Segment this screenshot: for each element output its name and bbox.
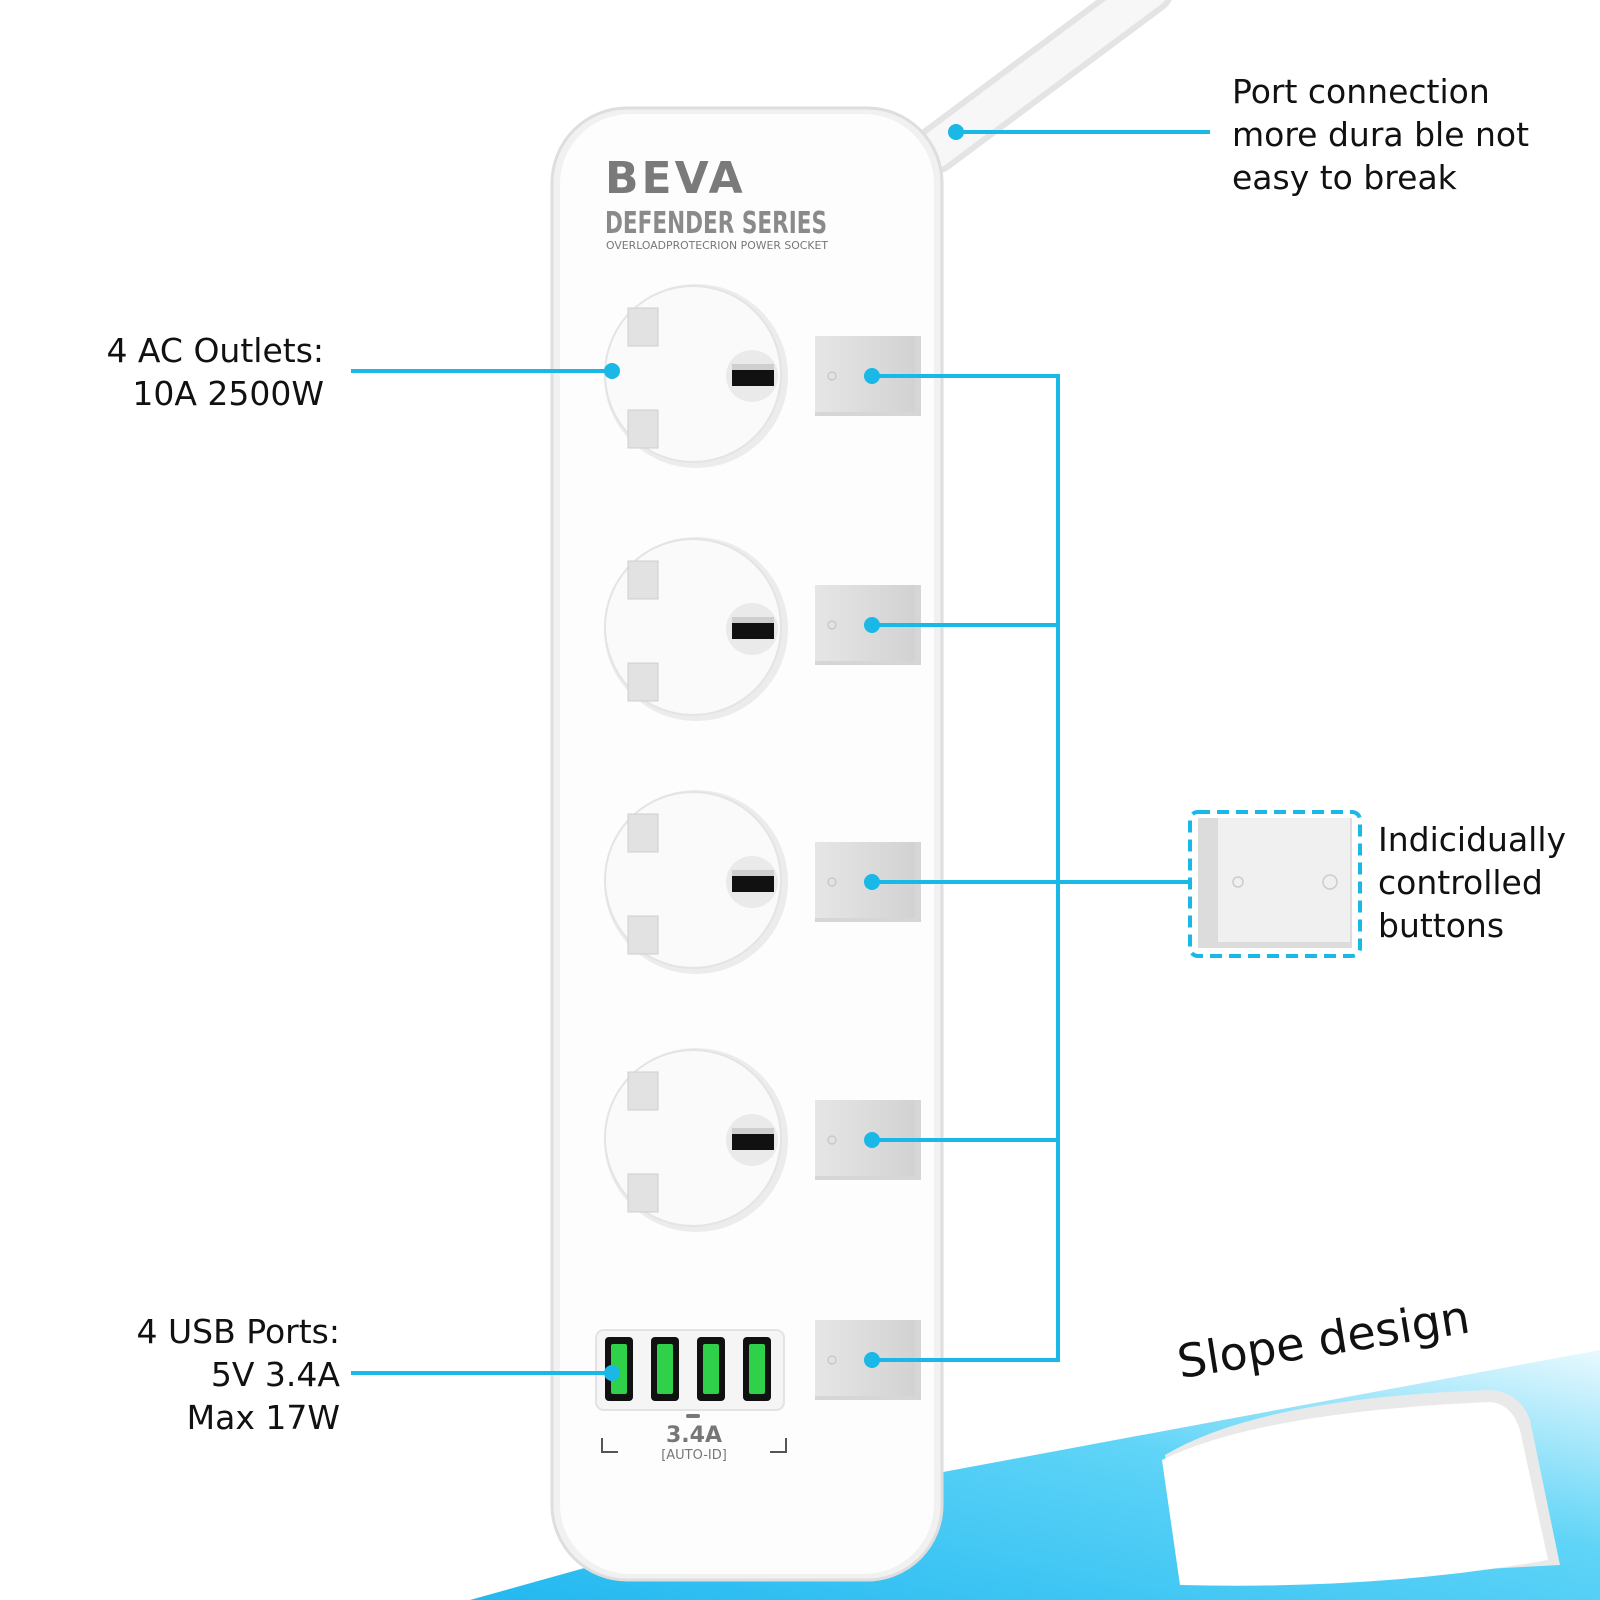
callout-line: Max 17W <box>186 1398 340 1437</box>
callout-lines <box>351 130 1210 1375</box>
usb-current-label: 3.4A <box>666 1423 722 1448</box>
usb-mode-label: [AUTO-ID] <box>661 1448 727 1463</box>
callout-port-connection: Port connection more dura ble not easy t… <box>1232 70 1529 199</box>
callout-line: 10A 2500W <box>132 374 324 413</box>
ac-outlet[interactable] <box>604 790 788 974</box>
ac-outlet[interactable] <box>604 284 788 468</box>
brand-series: DEFENDER SERIES <box>605 206 827 241</box>
button-inset-frame <box>1188 810 1362 958</box>
callout-line: 5V 3.4A <box>210 1355 340 1394</box>
callout-buttons: Indicidually controlled buttons <box>1378 818 1566 947</box>
callout-line: Port connection <box>1232 72 1490 111</box>
brand-tagline: OVERLOADPROTECRION POWER SOCKET <box>606 239 828 252</box>
callout-line: easy to break <box>1232 158 1457 197</box>
slope-profile-image <box>1162 1390 1560 1586</box>
callout-line: buttons <box>1378 906 1505 945</box>
ac-outlet[interactable] <box>604 537 788 721</box>
callout-usb-ports: 4 USB Ports: 5V 3.4A Max 17W <box>137 1310 340 1439</box>
callout-line: Indicidually <box>1378 820 1567 859</box>
callout-line: controlled <box>1378 863 1543 902</box>
callout-ac-outlets: 4 AC Outlets: 10A 2500W <box>106 329 324 415</box>
ac-outlet[interactable] <box>604 1048 788 1232</box>
usb-ports <box>605 1337 771 1401</box>
usb-panel <box>595 1329 785 1411</box>
callout-dots <box>604 124 964 1381</box>
callout-line: more dura ble not <box>1232 115 1530 154</box>
callout-line: 4 USB Ports: <box>136 1312 340 1351</box>
brand-logo: BEVA <box>605 153 746 204</box>
callout-line: 4 AC Outlets: <box>106 331 324 370</box>
